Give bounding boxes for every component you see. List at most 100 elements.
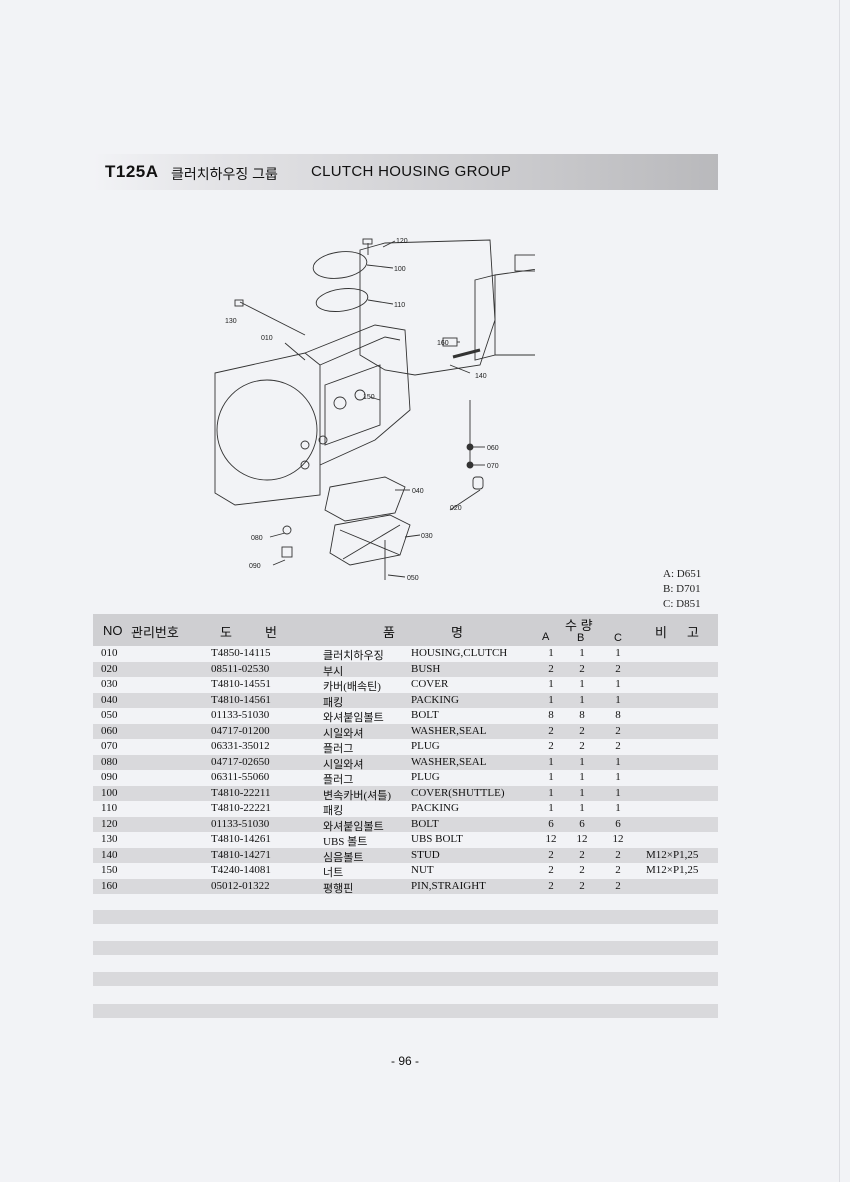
callout-120: 120 <box>396 238 408 245</box>
header-no: NO <box>103 623 123 638</box>
shuttle-packing <box>315 288 369 312</box>
cell-a: 1 <box>548 678 554 690</box>
leader-010 <box>284 342 306 361</box>
cell-a: 2 <box>548 662 554 675</box>
cell-no: 130 <box>101 833 118 845</box>
rear-case-outline <box>359 239 496 376</box>
cell-b: 1 <box>579 678 585 690</box>
cell-code: 01133-51030 <box>211 709 270 721</box>
cell-a: 1 <box>548 755 554 768</box>
callout-070: 070 <box>487 463 499 470</box>
cell-code: 08511-02530 <box>211 662 270 675</box>
cell-c: 2 <box>615 879 621 892</box>
group-title-english: CLUTCH HOUSING GROUP <box>311 163 512 180</box>
cell-code: 01133-51030 <box>211 817 270 830</box>
cell-no: 090 <box>101 771 118 783</box>
header-drawing-2: 번 <box>265 625 277 640</box>
cell-b: 2 <box>579 662 585 675</box>
cell-a: 2 <box>548 864 554 876</box>
cell-no: 080 <box>101 755 118 768</box>
cell-b: 8 <box>579 709 585 721</box>
cell-kr: 부시 <box>323 665 344 678</box>
group-title-bar: T125A 클러치하우징 그룹 CLUTCH HOUSING GROUP <box>93 154 718 190</box>
cell-c: 1 <box>615 755 621 768</box>
cell-c: 2 <box>615 724 621 737</box>
cell-kr: UBS 볼트 <box>323 836 368 848</box>
group-title-korean: 클러치하우징 그룹 <box>171 166 278 182</box>
housing-plug-hole <box>333 396 347 410</box>
housing-bolt-hole-2 <box>300 460 310 470</box>
cell-kr: 패킹 <box>323 805 344 817</box>
cell-code: T4810-22221 <box>211 802 271 814</box>
cell-c: 2 <box>615 662 621 675</box>
cell-a: 1 <box>548 802 554 814</box>
cell-b: 1 <box>579 755 585 768</box>
cell-en: WASHER,SEAL <box>411 724 487 737</box>
cell-kr: 시일와셔 <box>323 758 364 771</box>
header-quantity: 수 량 <box>565 618 593 633</box>
empty-row-band <box>93 1004 718 1018</box>
leader-030 <box>404 534 421 538</box>
header-qty-b: B <box>577 632 585 644</box>
cell-c: 2 <box>615 848 621 861</box>
shuttle-cover <box>312 251 368 279</box>
callout-130: 130 <box>225 318 237 325</box>
cell-a: 1 <box>548 647 554 659</box>
cell-kr: 심음볼트 <box>323 851 364 864</box>
callout-010: 010 <box>261 335 273 342</box>
bolt-120-head <box>362 238 373 245</box>
leader-100 <box>366 264 394 269</box>
cell-b: 1 <box>579 771 585 783</box>
model-legend: A: D651 B: D701 C: D851 <box>663 567 701 612</box>
washer-080 <box>282 525 292 535</box>
cell-a: 2 <box>548 879 554 892</box>
cell-en: PACKING <box>411 802 459 814</box>
callout-020: 020 <box>450 505 462 512</box>
header-drawing-1: 도 <box>220 625 232 640</box>
cell-a: 6 <box>548 817 554 830</box>
cell-b: 1 <box>579 647 585 659</box>
cell-c: 2 <box>615 864 621 876</box>
callout-100: 100 <box>394 266 406 273</box>
cell-b: 1 <box>579 786 585 799</box>
header-name-2: 명 <box>451 625 463 640</box>
leader-090 <box>272 559 286 566</box>
exploded-parts-diagram: 120 100 110 130 010 160 140 150 060 070 … <box>214 238 535 582</box>
cell-a: 2 <box>548 740 554 752</box>
cell-b: 1 <box>579 693 585 706</box>
cell-code: 06331-35012 <box>211 740 270 752</box>
plug-090 <box>281 546 293 558</box>
cell-no: 050 <box>101 709 118 721</box>
cell-no: 110 <box>101 802 118 814</box>
plug-070 <box>466 461 474 469</box>
leader-140 <box>449 364 471 374</box>
cell-code: 05012-01322 <box>211 879 270 892</box>
empty-row-band <box>93 910 718 924</box>
housing-bolt-hole-1 <box>300 440 310 450</box>
cell-c: 8 <box>615 709 621 721</box>
cell-en: NUT <box>411 864 434 876</box>
housing-side-window <box>324 364 381 446</box>
cell-b: 2 <box>579 848 585 861</box>
leader-050 <box>387 574 406 578</box>
cell-code: T4810-22211 <box>211 786 271 799</box>
cell-c: 1 <box>615 802 621 814</box>
cell-en: PLUG <box>411 771 440 783</box>
rear-case-body <box>494 268 535 356</box>
cell-en: UBS BOLT <box>411 833 463 845</box>
cell-code: T4810-14551 <box>211 678 271 690</box>
cell-no: 140 <box>101 848 118 861</box>
header-name-1: 품 <box>383 625 395 640</box>
header-mgmt-number: 관리번호 <box>131 625 179 640</box>
cell-kr: 변속카버(셔틀) <box>323 789 392 802</box>
cell-kr: 클러치하우징 <box>323 650 384 662</box>
cell-kr: 평행핀 <box>323 882 354 895</box>
